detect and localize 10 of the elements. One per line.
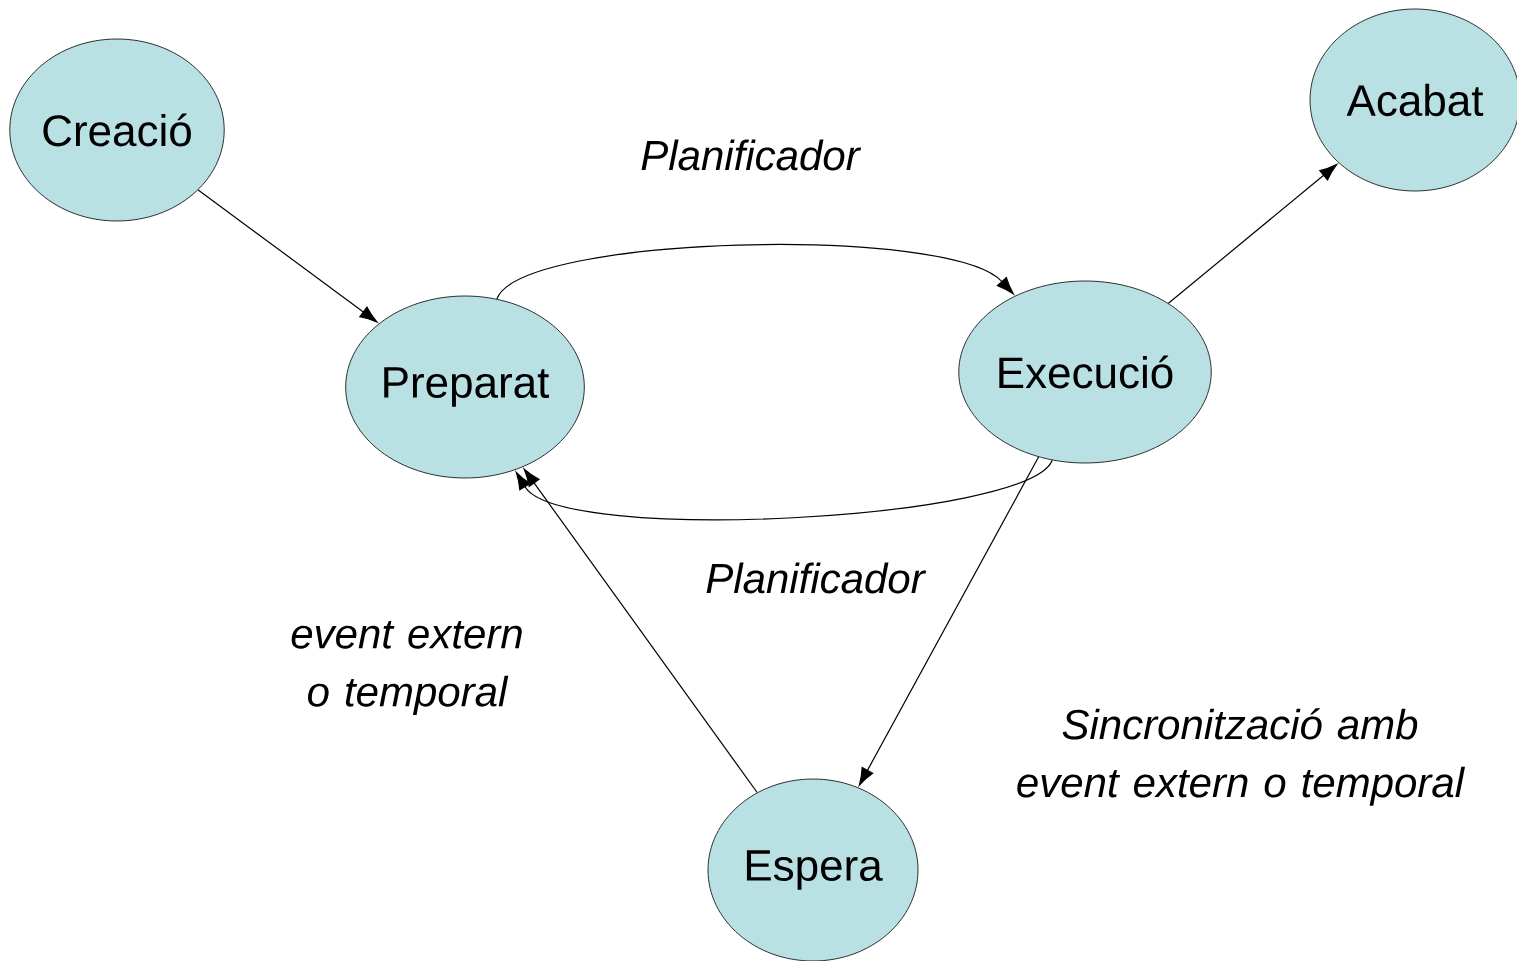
arrow: [1167, 164, 1338, 304]
edge-label: Planificador: [706, 562, 927, 594]
edge-label: Planificador: [641, 139, 862, 171]
arrow: [523, 468, 758, 794]
edge-label: event extern o temporal: [291, 621, 522, 715]
arrow: [496, 244, 1014, 300]
arrow: [515, 459, 1053, 521]
edge-label: Sincronització amb event extern o temporal: [1017, 708, 1465, 806]
arrow: [197, 189, 378, 323]
arrow: [858, 456, 1040, 786]
